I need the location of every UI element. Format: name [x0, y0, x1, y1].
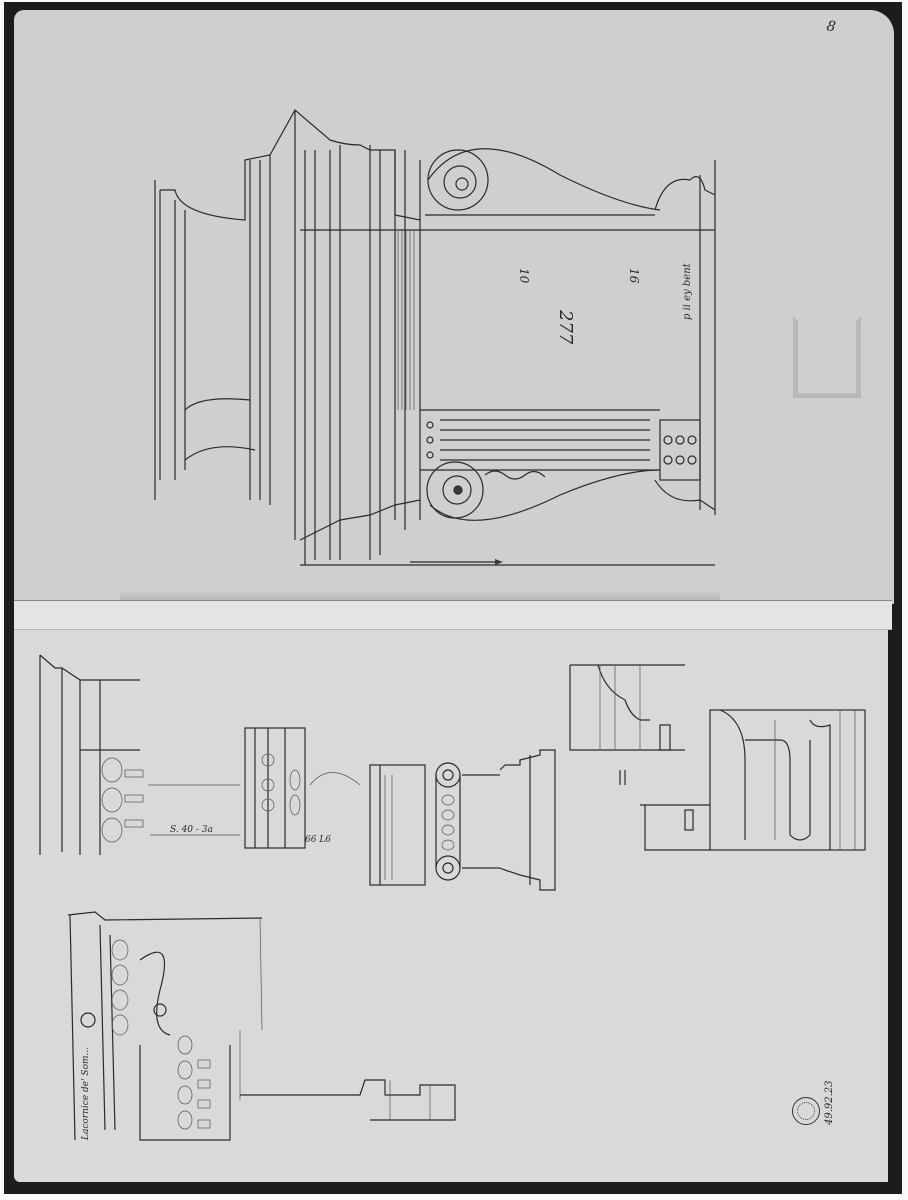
sheet-number: 277 [555, 309, 576, 345]
fold-stain [120, 590, 720, 600]
annotation-s40: S. 40 - 3a [170, 825, 213, 835]
upper-capital-drawing [154, 109, 716, 566]
upper-sheet [14, 10, 894, 604]
column-base-drawing [569, 664, 866, 851]
upper-label-16: 16 [627, 268, 641, 284]
cornice-profile-drawing [67, 911, 456, 1141]
sheet-fold [14, 600, 892, 630]
museum-stamp-icon [792, 1097, 820, 1125]
cornice-inscription: Lacornice de' Som... [81, 1047, 91, 1141]
ionic-capital-drawing [369, 749, 556, 891]
accession-number: 49.92.23 [824, 1080, 835, 1126]
frieze-detail-drawing [244, 727, 361, 849]
corner-mark: 8 [825, 18, 837, 35]
entablature-profile-drawing [39, 654, 240, 855]
stamp-inner-ring [797, 1102, 815, 1120]
upper-label-10: 10 [517, 268, 531, 284]
upper-inscription: p ii ey bent [682, 262, 693, 320]
ghost-rectangle-mark [793, 316, 861, 398]
lower-sheet [14, 604, 888, 1182]
annotation-66l6: 66 L6 [305, 835, 331, 845]
